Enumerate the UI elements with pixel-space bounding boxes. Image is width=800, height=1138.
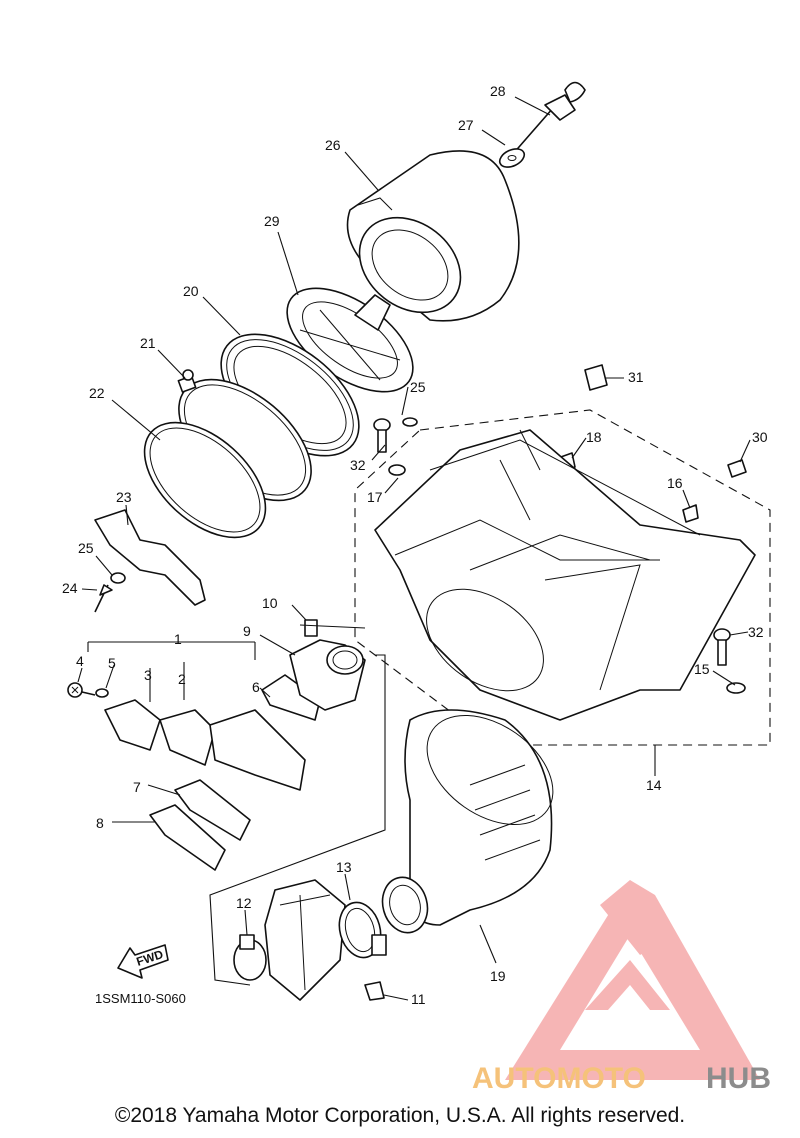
callout-7: 7 — [133, 779, 141, 795]
callout-19: 19 — [490, 968, 506, 984]
callout-8: 8 — [96, 815, 104, 831]
callout-22: 22 — [89, 385, 105, 401]
callout-27: 27 — [458, 117, 474, 133]
callout-21: 21 — [140, 335, 156, 351]
callout-1: 1 — [174, 631, 182, 647]
watermark-suffix: HUB — [706, 1062, 771, 1095]
reed-valve-body — [261, 674, 321, 721]
callout-14: 14 — [646, 777, 662, 793]
callout-25-lower: 25 — [78, 540, 94, 556]
clip-11 — [364, 981, 385, 1001]
carburetor — [264, 879, 346, 1001]
clamp-13 — [338, 901, 387, 959]
callout-29: 29 — [264, 213, 280, 229]
watermark-text: AUTOMOTO HUB — [472, 1062, 771, 1095]
callout-28: 28 — [490, 83, 506, 99]
callout-16: 16 — [667, 475, 683, 491]
watermark-prefix: AUTOMOTO — [472, 1062, 646, 1095]
callout-5: 5 — [108, 655, 116, 671]
callout-6: 6 — [252, 679, 260, 695]
plate-screw — [94, 572, 126, 613]
copyright-notice: ©2018 Yamaha Motor Corporation, U.S.A. A… — [114, 1104, 686, 1127]
air-filter-case — [354, 409, 771, 746]
watermark-logo — [505, 880, 760, 1080]
callout-3: 3 — [144, 667, 152, 683]
callout-9: 9 — [243, 623, 251, 639]
callout-31: 31 — [628, 369, 644, 385]
callout-labels: 1 2 3 4 5 6 7 8 9 10 11 12 13 14 15 16 1… — [62, 83, 768, 1007]
reed-screw — [67, 682, 96, 698]
reed-washer — [95, 688, 109, 698]
callout-30: 30 — [752, 429, 768, 445]
callout-12: 12 — [236, 895, 252, 911]
reed-stopper — [104, 699, 161, 751]
cover-plate — [94, 509, 206, 606]
callout-23: 23 — [116, 489, 132, 505]
bolt-32-upper — [373, 418, 406, 476]
callout-2: 2 — [178, 671, 186, 687]
clamp-12 — [233, 934, 267, 981]
reed-block — [209, 709, 306, 791]
callout-4: 4 — [76, 653, 84, 669]
callout-32-upper: 32 — [350, 457, 366, 473]
grommet-30 — [727, 459, 747, 478]
leader-lines — [77, 96, 751, 1001]
filter-seal — [143, 421, 267, 539]
callout-15: 15 — [694, 661, 710, 677]
clip-31 — [584, 364, 608, 391]
callout-13: 13 — [336, 859, 352, 875]
clip-16 — [682, 504, 699, 523]
callout-10: 10 — [262, 595, 278, 611]
callout-32-lower: 32 — [748, 624, 764, 640]
bolt-32-lower — [713, 628, 746, 694]
intake-joint — [289, 619, 366, 711]
reed-valve-group — [67, 641, 321, 871]
gasket-8 — [149, 804, 226, 871]
filter-bolt-assembly — [498, 81, 586, 168]
callout-18: 18 — [586, 429, 602, 445]
drawing-code: 1SSM110-S060 — [95, 991, 186, 1006]
intake-boot — [381, 876, 429, 934]
callout-26: 26 — [325, 137, 341, 153]
callout-11: 11 — [411, 991, 426, 1007]
callout-17: 17 — [367, 489, 383, 505]
fwd-arrow-icon: FWD — [117, 944, 169, 979]
air-filter-element — [346, 150, 520, 322]
callout-24: 24 — [62, 580, 78, 596]
callout-20: 20 — [183, 283, 199, 299]
air-intake-duct — [404, 709, 554, 926]
gasket-7 — [174, 779, 251, 841]
reed-petal — [159, 709, 216, 766]
washer-25 — [402, 417, 418, 427]
callout-25-upper: 25 — [410, 379, 426, 395]
